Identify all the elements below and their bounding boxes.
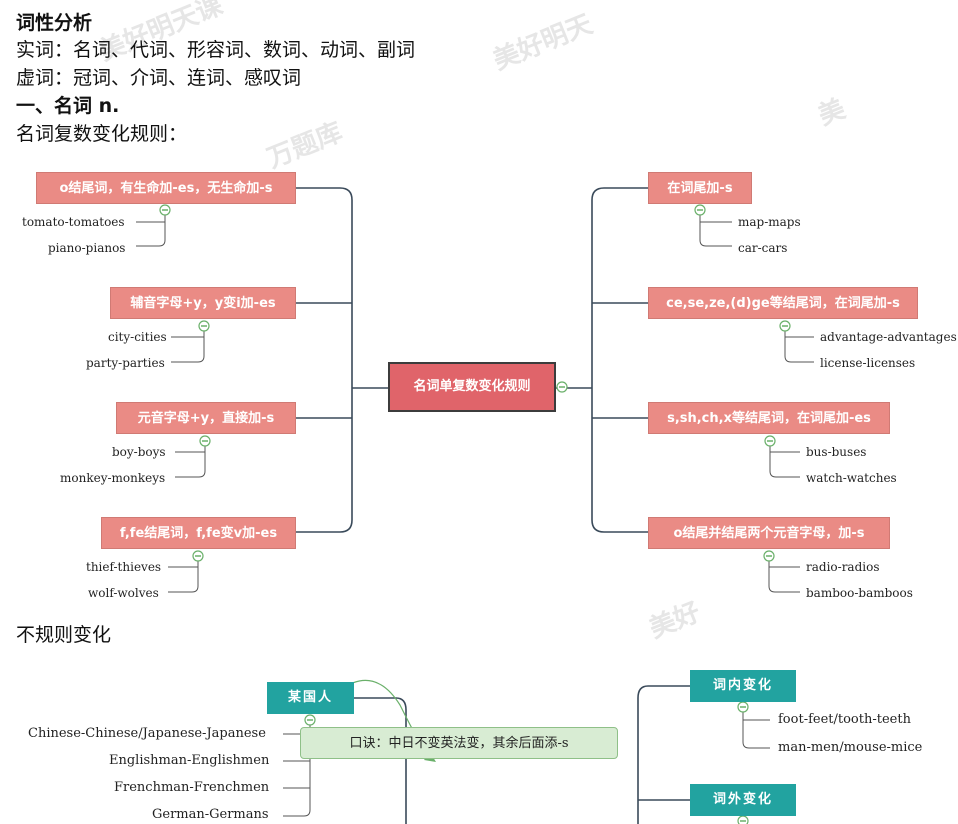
leaf-example: tomato-tomatoes (22, 215, 125, 229)
section-subtitle: 名词复数变化规则： (16, 123, 188, 145)
doc-title: 词性分析 (16, 12, 93, 34)
leaf-example: wolf-wolves (88, 586, 159, 600)
leaf-example: foot-feet/tooth-teeth (778, 712, 911, 727)
leaf-example: watch-watches (806, 471, 897, 485)
leaf-example: boy-boys (112, 445, 166, 459)
section-heading: 一、名词 n. (16, 95, 120, 117)
internal-change-node[interactable]: 词内变化 (690, 670, 796, 702)
external-change-node[interactable]: 词外变化 (690, 784, 796, 816)
leaf-example: bamboo-bamboos (806, 586, 913, 600)
branch-vowel-y[interactable]: 元音字母+y，直接加-s (116, 402, 296, 434)
leaf-example: advantage-advantages (820, 330, 957, 344)
branch-add-s[interactable]: 在词尾加-s (648, 172, 752, 204)
content-words-line: 实词：名词、代词、形容词、数词、动词、副词 (16, 39, 416, 61)
branch-f-fe[interactable]: f,fe结尾词，f,fe变v加-es (101, 517, 296, 549)
branch-o-ending[interactable]: o结尾词，有生命加-es，无生命加-s (36, 172, 296, 204)
leaf-example: German-Germans (152, 807, 269, 822)
nationality-node[interactable]: 某国人 (267, 682, 354, 714)
leaf-example: party-parties (86, 356, 165, 370)
branch-ce-se-ze[interactable]: ce,se,ze,(d)ge等结尾词，在词尾加-s (648, 287, 918, 319)
branch-o-two-vowels[interactable]: o结尾并结尾两个元音字母，加-s (648, 517, 890, 549)
leaf-example: Englishman-Englishmen (109, 753, 270, 768)
leaf-example: city-cities (108, 330, 167, 344)
leaf-example: Chinese-Chinese/Japanese-Japanese (28, 726, 266, 741)
leaf-example: map-maps (738, 215, 801, 229)
irregular-heading: 不规则变化 (16, 624, 112, 646)
mnemonic-tip[interactable]: 口诀：中日不变英法变，其余后面添-s (300, 727, 618, 759)
leaf-example: piano-pianos (48, 241, 126, 255)
leaf-example: license-licenses (820, 356, 916, 370)
branch-s-sh-ch-x[interactable]: s,sh,ch,x等结尾词，在词尾加-es (648, 402, 890, 434)
mindmap-root[interactable]: 名词单复数变化规则 (388, 362, 556, 412)
leaf-example: radio-radios (806, 560, 880, 574)
function-words-line: 虚词：冠词、介词、连词、感叹词 (16, 67, 302, 89)
branch-consonant-y[interactable]: 辅音字母+y，y变i加-es (110, 287, 296, 319)
leaf-example: bus-buses (806, 445, 867, 459)
leaf-example: car-cars (738, 241, 788, 255)
leaf-example: man-men/mouse-mice (778, 740, 923, 755)
leaf-example: thief-thieves (86, 560, 162, 574)
leaf-example: monkey-monkeys (60, 471, 166, 485)
leaf-example: Frenchman-Frenchmen (114, 780, 270, 795)
